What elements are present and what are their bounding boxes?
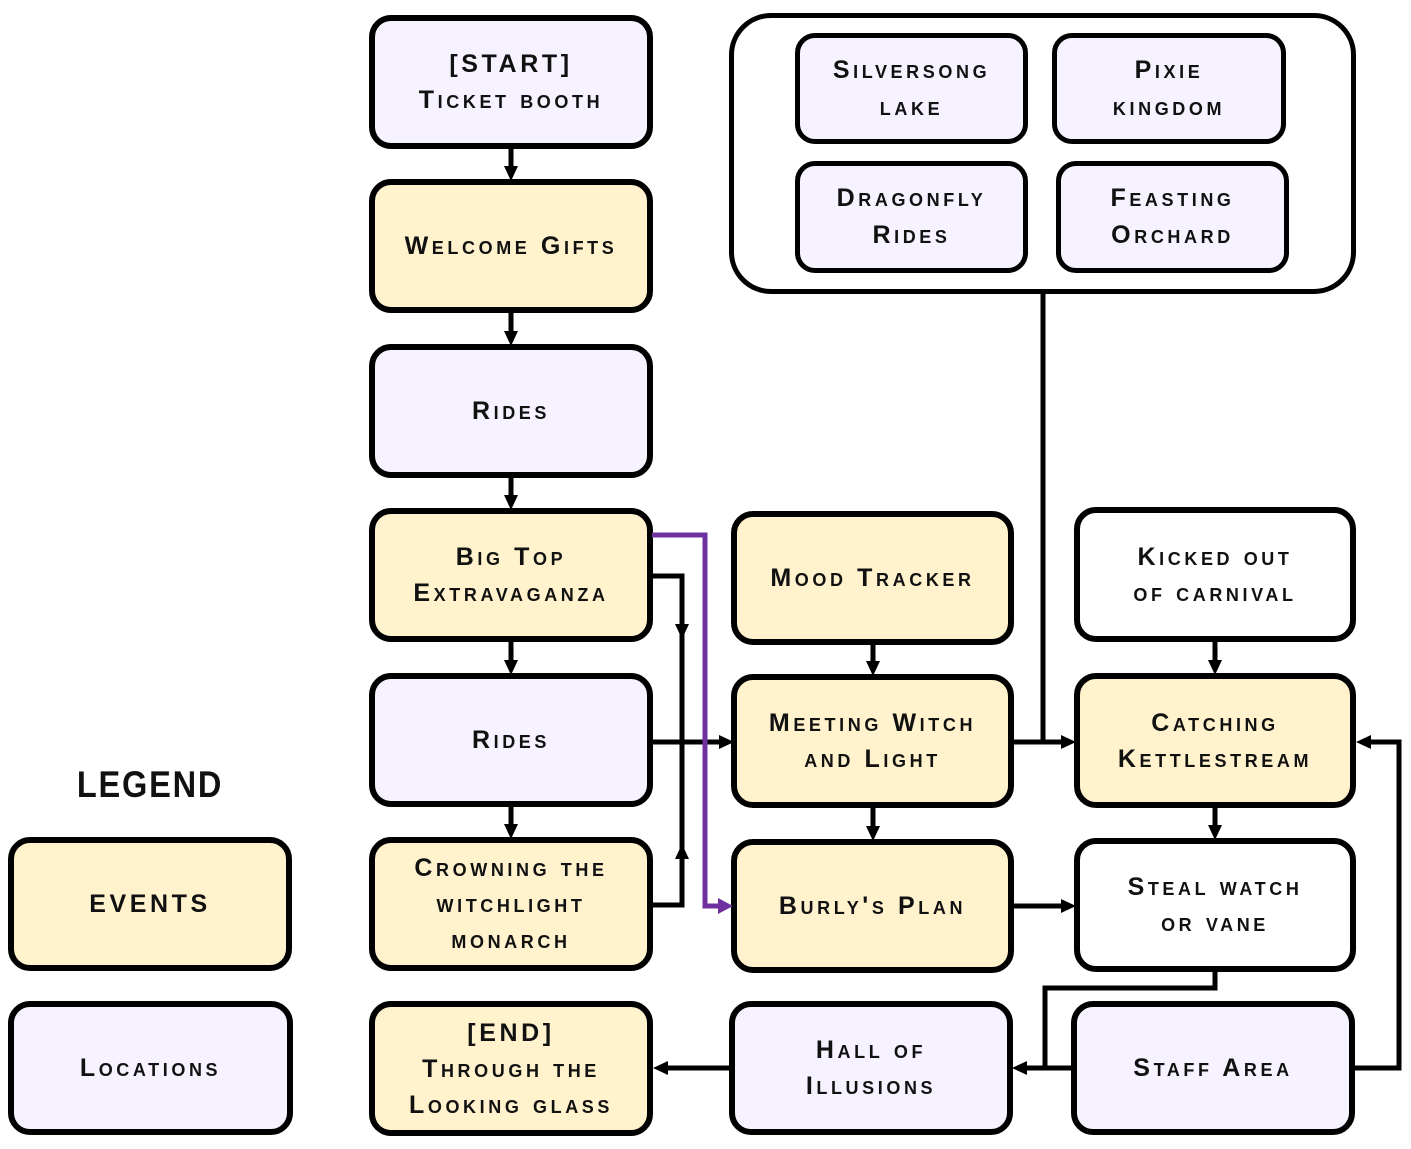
node-label-line: Orchard (1111, 221, 1234, 249)
node-ticket-booth: [START] Ticket booth (369, 15, 653, 149)
connector-burly-to-steal (1013, 899, 1076, 913)
node-label-line: lake (879, 92, 944, 121)
node-label-line: Meeting Witch (768, 709, 977, 737)
node-label-line: monarch (451, 926, 571, 954)
node-label-line: [END] (467, 1018, 555, 1047)
node-label-line: and Light (804, 745, 941, 773)
connector-kicked-to-catching (1208, 641, 1222, 675)
node-label-line: Pixie (1134, 55, 1204, 84)
node-rides-2: Rides (369, 673, 653, 807)
connector-catching-to-steal (1208, 807, 1222, 840)
arrowhead-up-icon (675, 844, 689, 859)
node-label-line: Rides (872, 221, 951, 249)
node-burlys-plan: Burly's Plan (731, 839, 1014, 973)
group-node-dragonfly-rides: Dragonfly Rides (795, 161, 1028, 273)
legend-locations-label: Locations (79, 1054, 222, 1082)
node-label-line: [START] (449, 50, 573, 78)
arrowhead-left-icon (653, 1061, 668, 1075)
node-label-line: Kicked out (1137, 542, 1293, 571)
connector-rides2-to-meeting (652, 735, 734, 749)
node-label-line: Steal watch (1127, 873, 1303, 901)
node-hall-of-illusions: Hall of Illusions (729, 1001, 1013, 1135)
node-welcome-gifts: Welcome Gifts (369, 179, 653, 313)
node-mood-tracker: Mood Tracker (731, 511, 1014, 645)
connector-ticket-to-welcome (504, 148, 518, 181)
node-label-line: witchlight (436, 890, 586, 918)
node-label-line: Big Top (455, 543, 567, 571)
node-label-line: Welcome Gifts (404, 232, 618, 260)
connector-welcome-to-rides (504, 312, 518, 346)
node-label-line: of carnival (1133, 578, 1297, 607)
connector-hall-to-end (653, 1061, 730, 1075)
connector-mood-to-meeting (866, 644, 880, 676)
node-label-line: Kettlestream (1117, 744, 1313, 773)
node-label-line: kingdom (1112, 92, 1226, 121)
legend-events-label: EVENTS (89, 890, 211, 918)
legend-events: EVENTS (8, 837, 292, 971)
node-label-line: Mood Tracker (770, 564, 975, 592)
node-label-line: Illusions (805, 1072, 937, 1100)
connector-bigtop-to-meeting (652, 573, 689, 744)
node-end-looking-glass: [END] Through the Looking glass (369, 1001, 653, 1136)
group-node-silversong-lake: Silversong lake (795, 33, 1028, 144)
group-node-feasting-orchard: Feasting Orchard (1056, 161, 1289, 273)
node-label-line: Hall of (815, 1036, 927, 1064)
node-label-line: Feasting (1110, 184, 1235, 212)
node-label-line: or vane (1161, 909, 1269, 937)
arrowhead-down-icon (675, 624, 689, 639)
arrowhead-left-icon (1356, 735, 1371, 749)
node-label-line: Silversong (832, 55, 991, 84)
node-kicked-out: Kicked out of carnival (1074, 507, 1356, 642)
node-catching-kettlestream: Catching Kettlestream (1074, 673, 1356, 808)
node-label-line: Looking glass (408, 1090, 614, 1119)
legend-locations: Locations (8, 1001, 293, 1135)
node-label-line: Catching (1151, 708, 1279, 737)
node-steal-watch-or-vane: Steal watch or vane (1074, 838, 1356, 972)
node-staff-area: Staff Area (1071, 1001, 1355, 1135)
connector-meeting-to-burly (866, 807, 880, 841)
node-crowning-monarch: Crowning the witchlight monarch (369, 837, 653, 971)
connector-crowning-to-meeting (652, 740, 689, 908)
node-big-top-extravaganza: Big Top Extravaganza (369, 508, 653, 642)
connector-rides2-to-crowning (504, 806, 518, 839)
group-node-pixie-kingdom: Pixie kingdom (1052, 33, 1286, 144)
node-label-line: Dragonfly (836, 184, 987, 212)
connector-bigtop-to-burly-alternate (652, 532, 733, 914)
node-label-line: Rides (471, 397, 551, 425)
legend-title: LEGEND (76, 764, 224, 805)
connector-bigtop-to-rides2 (504, 641, 518, 675)
connector-staff-to-catching (1354, 735, 1402, 1071)
node-label-line: Ticket booth (418, 86, 604, 114)
arrowhead-left-icon (1012, 1061, 1027, 1075)
node-label-line: Burly's Plan (778, 892, 967, 920)
node-label-line: Extravaganza (413, 579, 609, 607)
node-label-line: Staff Area (1133, 1054, 1293, 1082)
connector-rides-to-bigtop (504, 477, 518, 510)
node-rides-1: Rides (369, 344, 653, 478)
node-label-line: Crowning the (414, 854, 608, 882)
node-label-line: Rides (471, 726, 551, 754)
node-label-line: Through the (422, 1054, 600, 1083)
connector-meeting-to-catching (1013, 735, 1076, 749)
node-meeting-witch-and-light: Meeting Witch and Light (731, 674, 1014, 808)
